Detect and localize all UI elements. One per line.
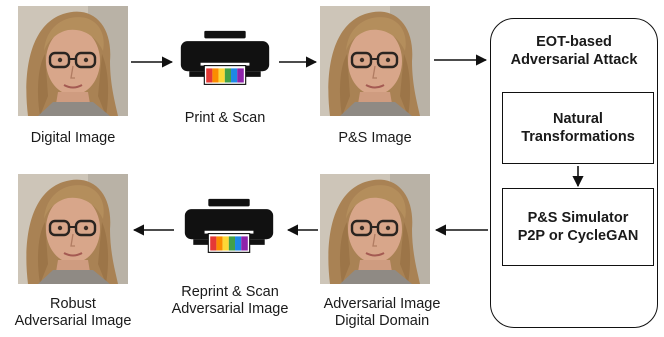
eot-attack-panel — [490, 18, 658, 328]
ps-simulator-line1: P&S Simulator — [527, 210, 629, 226]
natural-transformations-line1: Natural — [553, 111, 603, 127]
adversarial-digital-label: Adversarial Image Digital Domain — [304, 296, 460, 330]
print-scan-label: Print & Scan — [184, 110, 266, 126]
ps-simulator-line2: P2P or CycleGAN — [517, 228, 639, 244]
eot-attack-title: EOT-based Adversarial Attack — [492, 33, 656, 69]
adversarial-digital-label-line2: Digital Domain — [334, 313, 430, 329]
natural-transformations-line2: Transformations — [521, 129, 635, 145]
robust-adversarial-label: Robust Adversarial Image — [0, 296, 146, 330]
robust-adversarial-label-line2: Adversarial Image — [14, 313, 132, 329]
natural-transformations-box: Natural Transformations — [502, 92, 654, 164]
ps-image-label: P&S Image — [338, 130, 412, 146]
reprint-scan-label-line2: Adversarial Image — [171, 301, 289, 317]
robust-adversarial-label-line1: Robust — [50, 296, 96, 312]
ps-simulator-box: P&S Simulator P2P or CycleGAN — [502, 188, 654, 266]
eot-attack-title-line1: EOT-based — [536, 34, 612, 50]
adversarial-digital-label-line1: Adversarial Image — [323, 296, 441, 312]
reprint-scan-label: Reprint & Scan Adversarial Image — [152, 284, 308, 318]
eot-attack-title-line2: Adversarial Attack — [510, 52, 638, 68]
digital-image-label: Digital Image — [30, 130, 116, 146]
reprint-scan-label-line1: Reprint & Scan — [181, 284, 279, 300]
